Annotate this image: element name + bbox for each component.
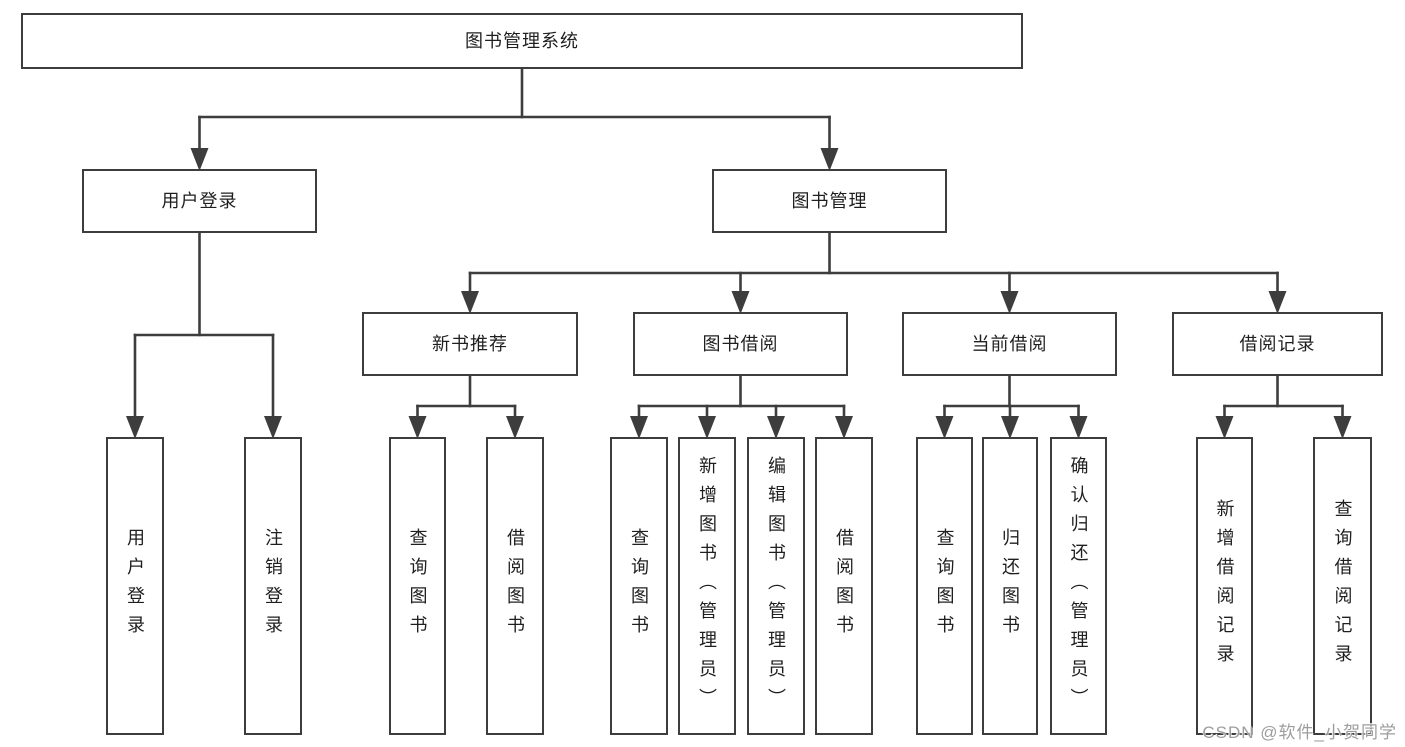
node-label: 借阅记录 <box>1239 334 1316 354</box>
node-label: 用户登录 <box>161 191 238 211</box>
node-label: 注销登录 <box>263 528 283 644</box>
arrowhead <box>264 416 282 439</box>
node-label: 确认归还（管理员） <box>1068 455 1089 717</box>
arrowhead <box>1001 416 1019 439</box>
node-label: 用户登录 <box>125 528 145 644</box>
node-label: 图书管理系统 <box>465 31 579 51</box>
node-label: 当前借阅 <box>971 334 1048 354</box>
arrowhead <box>820 148 839 171</box>
node-logout-op: 注销登录 <box>244 437 302 735</box>
arrowhead <box>408 416 427 439</box>
node-label: 编辑图书（管理员） <box>766 455 786 717</box>
arrowhead <box>1000 291 1019 314</box>
node-cb-confirm-return: 确认归还（管理员） <box>1050 437 1107 735</box>
arrowhead <box>506 416 524 439</box>
arrowhead <box>126 416 144 439</box>
arrowhead <box>767 416 785 439</box>
arrowhead <box>630 416 648 439</box>
node-label: 借阅图书 <box>505 528 525 644</box>
node-label: 查询图书 <box>629 528 649 644</box>
node-new-book-rec: 新书推荐 <box>362 312 578 376</box>
node-br-query-record: 查询借阅记录 <box>1313 437 1372 735</box>
node-rec-query-book: 查询图书 <box>389 437 446 735</box>
node-br-add-record: 新增借阅记录 <box>1196 437 1253 735</box>
node-user-login-op: 用户登录 <box>106 437 164 735</box>
arrowhead <box>1215 416 1234 439</box>
node-current-borrow: 当前借阅 <box>902 312 1117 376</box>
arrowhead <box>1268 291 1287 314</box>
arrowhead <box>190 148 209 171</box>
node-bb-add-book: 新增图书（管理员） <box>678 437 736 735</box>
node-label: 查询图书 <box>407 528 428 644</box>
arrowhead <box>835 416 853 439</box>
node-label: 归还图书 <box>1000 528 1020 644</box>
node-cb-query-book: 查询图书 <box>916 437 973 735</box>
node-bb-borrow-book: 借阅图书 <box>815 437 873 735</box>
arrowhead <box>1069 416 1088 439</box>
node-root: 图书管理系统 <box>21 13 1023 69</box>
node-label: 新书推荐 <box>432 334 508 354</box>
arrowhead <box>698 416 716 439</box>
node-bb-edit-book: 编辑图书（管理员） <box>747 437 805 735</box>
node-label: 借阅图书 <box>834 528 854 644</box>
arrowhead <box>731 291 750 314</box>
node-label: 查询图书 <box>934 528 955 644</box>
node-book-mgmt: 图书管理 <box>712 169 947 233</box>
arrowhead <box>461 291 479 314</box>
arrowhead <box>1333 416 1352 439</box>
node-bb-query-book: 查询图书 <box>610 437 668 735</box>
node-label: 图书管理 <box>791 191 868 211</box>
node-borrow-records: 借阅记录 <box>1172 312 1383 376</box>
watermark: CSDN @软件_小贺同学 <box>1202 723 1397 742</box>
node-book-borrow: 图书借阅 <box>633 312 848 376</box>
node-cb-return-book: 归还图书 <box>982 437 1038 735</box>
node-user-login: 用户登录 <box>82 169 317 233</box>
node-label: 新增图书（管理员） <box>697 455 717 717</box>
arrowhead <box>935 416 954 439</box>
node-label: 新增借阅记录 <box>1214 499 1235 673</box>
node-rec-borrow-book: 借阅图书 <box>486 437 544 735</box>
node-label: 图书借阅 <box>702 334 779 354</box>
node-label: 查询借阅记录 <box>1332 499 1353 673</box>
